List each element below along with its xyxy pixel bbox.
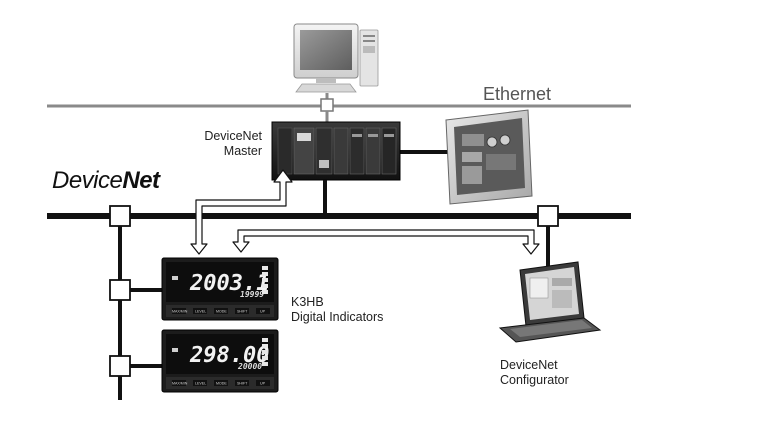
indicator-1-key-0: MAX/MIN	[172, 310, 188, 314]
k3hb-label-line2: Digital Indicators	[291, 310, 384, 324]
indicator-1-bargraph	[262, 266, 268, 294]
indicator-1-key-3: SHIFT	[237, 310, 248, 314]
indicator-2-key-1: LEVEL	[195, 382, 206, 386]
k3hb-label: K3HB Digital Indicators	[291, 295, 383, 325]
ethernet-node-pc	[320, 98, 334, 112]
indicator-2-sub-value: 20000	[237, 362, 262, 371]
indicator-2-key-3: SHIFT	[237, 382, 248, 386]
tap-node-icon	[109, 279, 131, 301]
devicenet-logo: DeviceNet	[52, 167, 160, 195]
indicator-1-key-1: LEVEL	[195, 310, 206, 314]
configurator-label-line2: Configurator	[500, 373, 569, 387]
indicator-2-main-value: 298.00	[189, 343, 269, 368]
indicator-2-keys: MAX/MIN LEVEL MODE SHIFT UP	[172, 380, 270, 386]
plc-rack-icon	[271, 121, 401, 181]
devicenet-logo-left: Device	[52, 167, 123, 194]
indicator-2-key-4: UP	[260, 382, 266, 386]
indicator-1-sub-value: 19999	[240, 290, 264, 299]
indicator-1-key-4: UP	[260, 310, 266, 314]
digital-indicator-1: 2003.1 19999 MAX/MIN LEVEL MODE SHIFT UP	[161, 257, 279, 321]
data-arrow-indicator-configurator	[232, 229, 540, 255]
tap-node-icon	[109, 355, 131, 377]
configurator-label-line1: DeviceNet	[500, 358, 558, 372]
digital-indicator-2: 298.00 20000 MAX/MIN LEVEL MODE SHIFT UP	[161, 329, 279, 393]
master-label-line1: DeviceNet	[204, 129, 262, 143]
k3hb-label-line1: K3HB	[291, 295, 324, 309]
ethernet-label: Ethernet	[483, 84, 552, 104]
desktop-computer-icon	[293, 23, 379, 93]
indicator-1-keys: MAX/MIN LEVEL MODE SHIFT UP	[172, 308, 270, 314]
indicator-2-key-2: MODE	[216, 382, 227, 386]
configurator-label: DeviceNet Configurator	[500, 358, 569, 388]
tap-node-icon	[537, 205, 559, 227]
indicator-2-key-0: MAX/MIN	[172, 382, 188, 386]
master-label: DeviceNet Master	[178, 129, 262, 159]
data-arrow-master-indicator	[190, 169, 293, 255]
tap-node-icon	[109, 205, 131, 227]
laptop-icon	[498, 261, 602, 343]
devicenet-logo-right: Net	[122, 167, 160, 194]
indicator-2-bargraph	[262, 338, 268, 366]
indicator-1-key-2: MODE	[216, 310, 227, 314]
indicator-1-main-value: 2003.1	[189, 271, 269, 296]
touch-panel-icon	[445, 109, 533, 205]
master-label-line2: Master	[223, 144, 262, 158]
